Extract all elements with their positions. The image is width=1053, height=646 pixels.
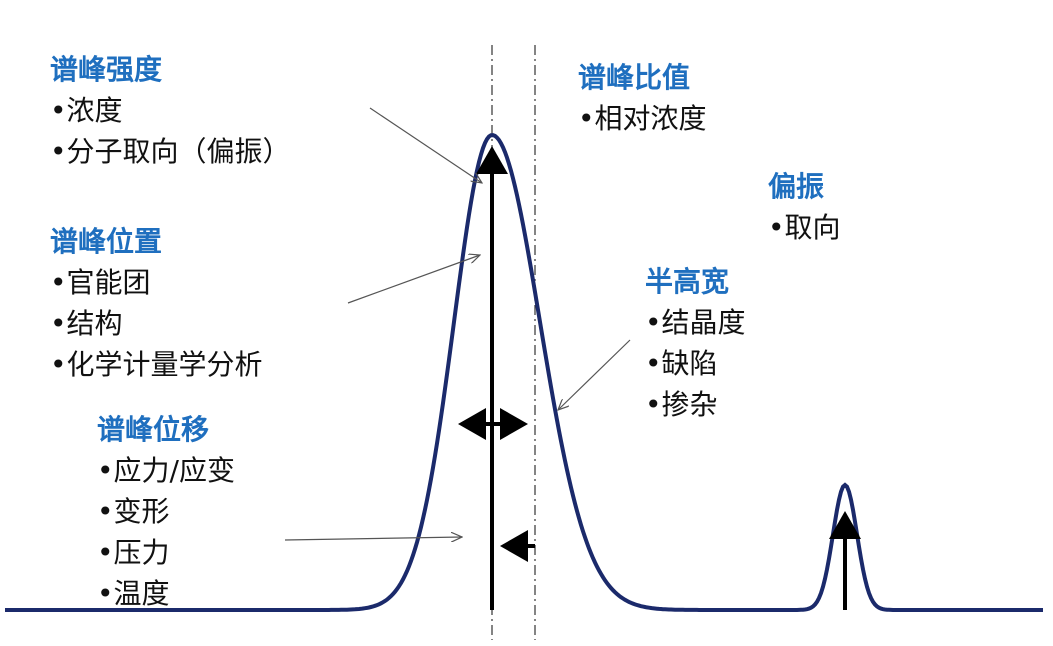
heading-polarization: 偏振 <box>768 170 825 203</box>
item: •取向 <box>768 211 841 244</box>
pointer-position <box>347 255 480 304</box>
item: •应力/应变 <box>97 454 235 487</box>
group-fwhm: 半高宽 •结晶度 •缺陷 •掺杂 <box>645 262 746 425</box>
spectrum-curve <box>5 133 1043 612</box>
group-shift: 谱峰位移 •应力/应变 •变形 •压力 •温度 <box>97 410 235 614</box>
pointer-shift <box>284 537 462 540</box>
pointer-intensity <box>369 107 482 183</box>
heading-fwhm: 半高宽 <box>645 265 730 298</box>
item: •缺陷 <box>645 347 718 380</box>
heading-intensity: 谱峰强度 <box>50 53 163 86</box>
pointer-fwhm <box>558 339 631 410</box>
item: •官能团 <box>50 266 151 299</box>
heading-position: 谱峰位置 <box>50 225 163 258</box>
item: •压力 <box>97 536 170 569</box>
group-ratio: 谱峰比值 •相对浓度 <box>578 58 707 139</box>
item: •变形 <box>97 495 170 528</box>
item: •掺杂 <box>645 388 718 421</box>
group-intensity: 谱峰强度 •浓度 •分子取向（偏振） <box>50 50 291 172</box>
heading-shift: 谱峰位移 <box>97 413 210 446</box>
item: •化学计量学分析 <box>50 348 263 381</box>
group-polarization: 偏振 •取向 <box>768 167 841 248</box>
item: •相对浓度 <box>578 102 707 135</box>
item: •结构 <box>50 307 123 340</box>
heading-ratio: 谱峰比值 <box>578 61 691 94</box>
item: •浓度 <box>50 94 123 127</box>
item: •结晶度 <box>645 306 746 339</box>
item: •温度 <box>97 577 170 610</box>
item: •分子取向（偏振） <box>50 135 291 168</box>
group-position: 谱峰位置 •官能团 •结构 •化学计量学分析 <box>50 222 263 385</box>
